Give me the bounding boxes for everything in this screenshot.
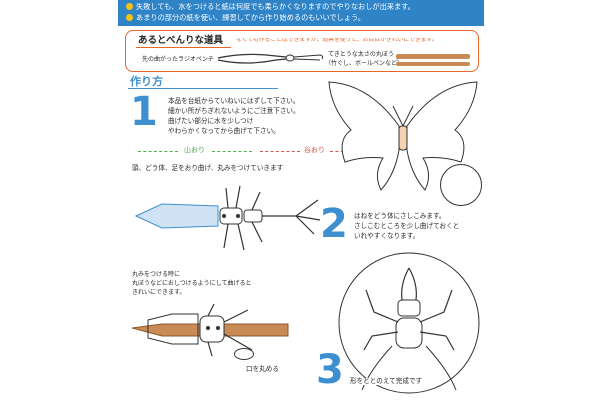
round-note-line: きれいにできます。 xyxy=(132,289,186,296)
valley-fold-line xyxy=(260,151,300,152)
beetle-flat-illustration xyxy=(134,185,321,251)
bullet-icon xyxy=(126,14,133,21)
valley-fold-label: 谷おり xyxy=(304,146,325,154)
step1-line: 本品を台紙からていねいにはずして下さい。 xyxy=(168,97,300,105)
mountain-fold-label: 山おり xyxy=(184,146,205,154)
step2-line: はねをどう体にさしこみます。 xyxy=(354,212,446,220)
howto-heading-bar xyxy=(128,88,278,89)
beetle-finished-illustration xyxy=(338,252,480,394)
step1-line: 曲げたい部分に水を少しつけ xyxy=(168,117,254,125)
step1-line: やわらかくなってから曲げて下さい。 xyxy=(168,127,280,135)
butterfly-illustration xyxy=(328,81,478,191)
step3-number: 3 xyxy=(316,347,344,393)
tools-note: なくても作ることはできますが、道具を使うと、お目目がきれいにできます。 xyxy=(236,38,438,43)
tools-title-underline xyxy=(136,47,231,48)
header-band xyxy=(118,0,484,26)
mouth-caption: 口を丸める xyxy=(246,365,279,373)
instruction-sheet: 失敗しても、水をつけると紙は何度でも柔らかくなりますのでやりなおしが出来ます。 … xyxy=(118,0,484,400)
stick-label-1: てきとうな太さの丸ぼう xyxy=(328,51,394,58)
mountain-fold-line xyxy=(138,151,178,152)
round-note-line: 丸みをつける時に xyxy=(132,271,181,278)
step2-line: さしこむところを少し曲げておくと xyxy=(354,222,460,230)
detail-circle xyxy=(440,164,482,206)
step1-caption: 頭、どう体、足をおり曲げ、丸みをつけていきます xyxy=(132,164,284,172)
step1-number: 1 xyxy=(130,89,158,135)
stick-icon xyxy=(396,54,470,59)
header-bullet-2: あまりの部分の紙を使い、練習してから作り始めるのもいいでしょう。 xyxy=(136,14,365,22)
mountain-fold-line xyxy=(212,151,252,152)
stick-icon xyxy=(396,62,470,66)
pliers-icon xyxy=(217,53,324,64)
step1-line: 細かい所がちぎれないようにご注意下さい。 xyxy=(168,107,300,115)
howto-title: 作り方 xyxy=(130,76,166,87)
tools-title: あるとべんりな道具 xyxy=(138,35,224,46)
stick-label-2: （竹ぐし、ボールペンなど） xyxy=(325,60,404,67)
round-note-line: 丸ぼうなどにおしつけるようにして曲げると xyxy=(132,280,252,287)
pliers-icon xyxy=(234,348,254,360)
rounding-illustration xyxy=(131,303,289,357)
header-bullet-1: 失敗しても、水をつけると紙は何度でも柔らかくなりますのでやりなおしが出来ます。 xyxy=(136,3,415,11)
step2-number: 2 xyxy=(320,201,348,247)
step3-caption: 形をととのえて完成です xyxy=(350,377,423,385)
pliers-label: 先の曲がったラジオペンチ xyxy=(142,56,214,63)
step2-line: いれやすくなります。 xyxy=(354,232,420,240)
bullet-icon xyxy=(126,3,133,10)
